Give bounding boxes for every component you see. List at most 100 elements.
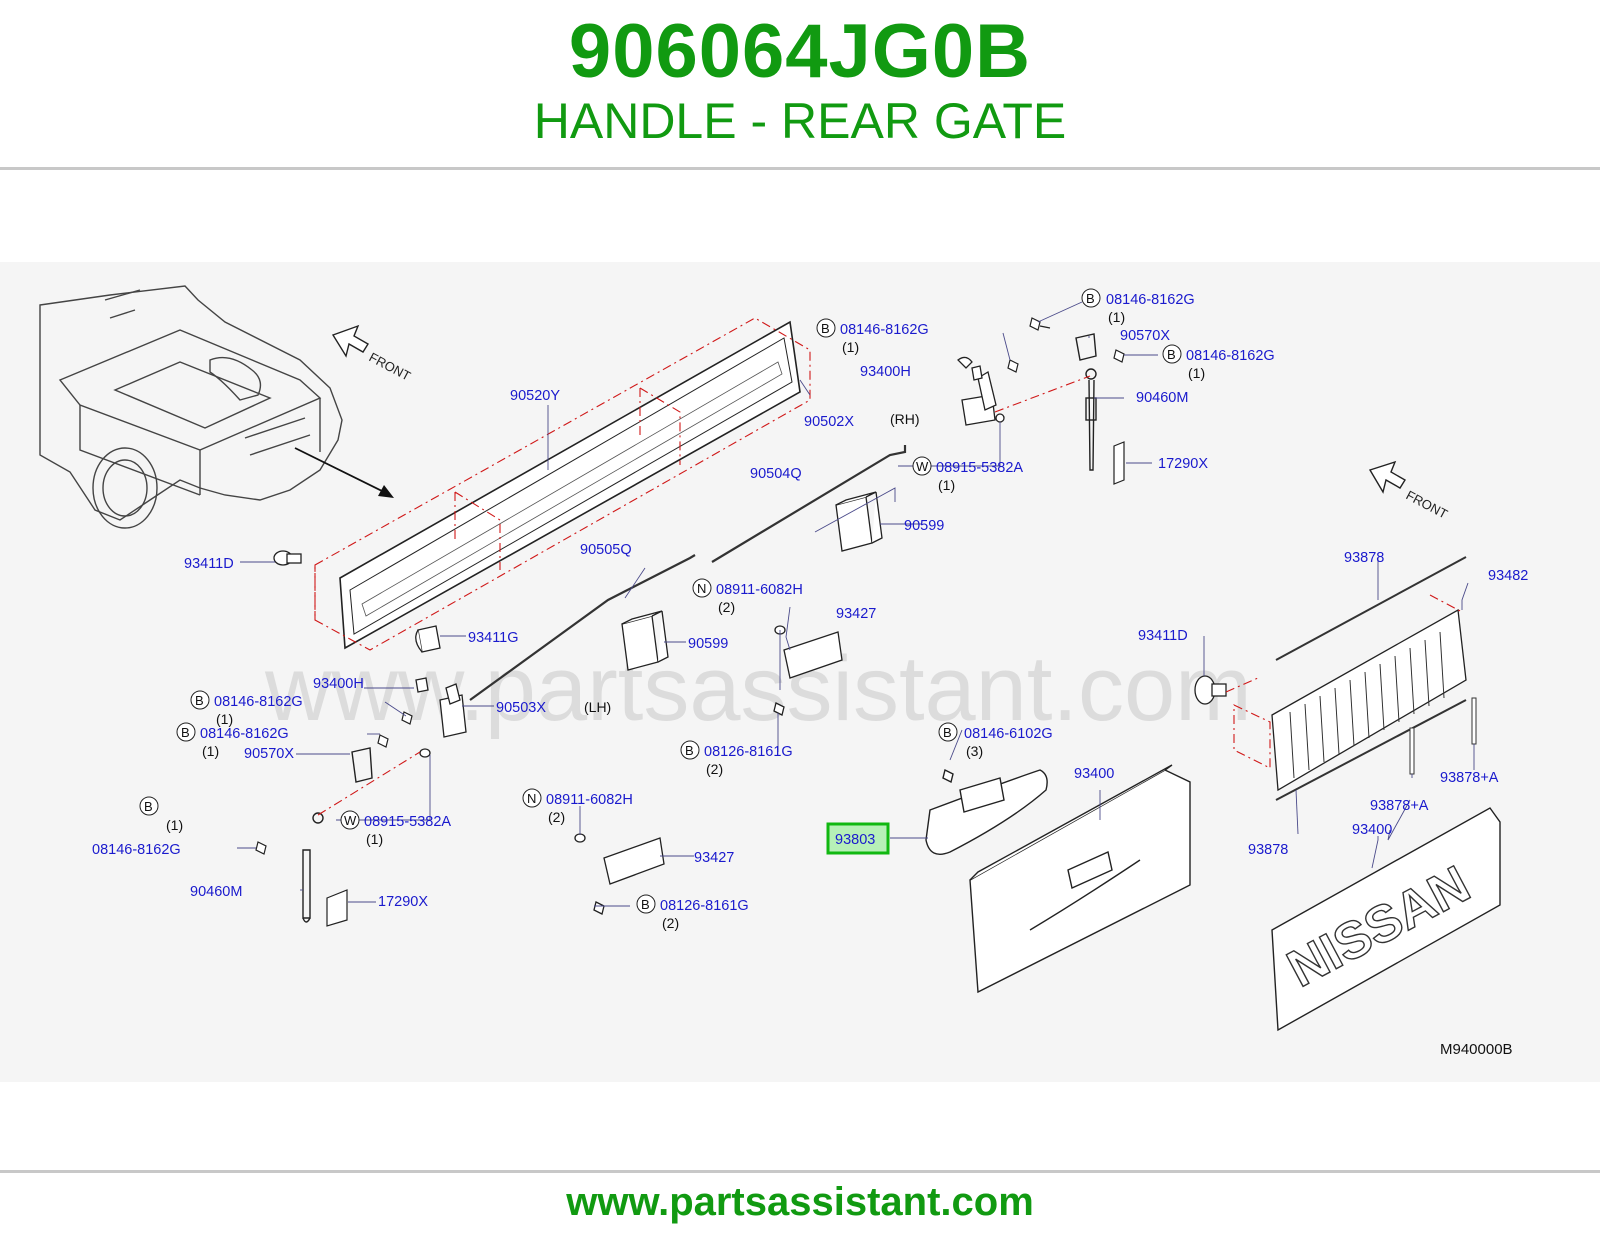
part-90460M-rh-cable [1075, 333, 1097, 471]
callout-bubble-b-letter: B [144, 799, 153, 814]
callout-17290X-top: 17290X [1158, 456, 1208, 472]
right-centerline [1225, 594, 1463, 769]
callout-08126-8161G-b: 08126-8161G [660, 898, 749, 914]
part-93400-tailgate-shell [969, 764, 1191, 994]
qty-08915-5382A-top: (1) [938, 477, 955, 493]
callout-90599-top: 90599 [904, 518, 944, 534]
part-93803-handle [925, 768, 1048, 855]
callout-bubble-n [522, 788, 542, 808]
part-93427-lower [574, 833, 665, 915]
callout-08911-6082H-b: 08911-6082H [546, 792, 633, 808]
callout-bubble-b-letter: B [1167, 347, 1176, 362]
watermark: www.partsassistant.com [264, 638, 1252, 740]
callout-93400H-left: 93400H [313, 676, 364, 692]
callout-bubble-n [692, 578, 712, 598]
callout-90460M-top: 90460M [1136, 390, 1188, 406]
truck-illustration [39, 285, 343, 529]
callout-08146-8162G-b: 08146-8162G [1106, 292, 1195, 308]
callout-bubble-b [139, 796, 159, 816]
callout-08146-8162G-f: 08146-8162G [92, 842, 181, 858]
callout-93411D-left: 93411D [184, 556, 234, 572]
callout-08911-6082H-a: 08911-6082H [716, 582, 803, 598]
callout-93400-mid: 93400 [1074, 766, 1114, 782]
callout-90504Q: 90504Q [750, 466, 802, 482]
parts-diagram: www.partsassistant.com FRONT FRONT [0, 262, 1600, 1082]
callout-90570X-top: 90570X [1120, 328, 1170, 344]
part-title: HANDLE - REAR GATE [533, 93, 1067, 149]
callout-08146-8162G-c: 08146-8162G [1186, 348, 1275, 364]
qty-08146-8162G-e: (1) [202, 743, 219, 759]
footer-url[interactable]: www.partsassistant.com [566, 1180, 1034, 1224]
page-header: 906064JG0B HANDLE - REAR GATE [0, 0, 1600, 170]
callout-93878-top: 93878 [1344, 550, 1384, 566]
callout-93878-bottom: 93878 [1248, 842, 1288, 858]
part-93400-outer-tailgate: NISSAN [1271, 807, 1501, 1032]
callout-bubble-b-letter: B [943, 725, 952, 740]
callout-90503X: 90503X [496, 700, 546, 716]
part-90503X-lh-latch [415, 677, 467, 758]
callout-90570X-left: 90570X [244, 746, 294, 762]
truck-direction-arrowhead [378, 485, 394, 498]
drawing-code: M940000B [1440, 1041, 1513, 1058]
callout-bubble-b [938, 722, 958, 742]
part-17290X-lh [326, 889, 348, 927]
side-lh: (LH) [584, 699, 611, 715]
part-90505Q-rod [469, 554, 696, 701]
callout-93411D-right: 93411D [1138, 628, 1188, 644]
callout-90505Q: 90505Q [580, 542, 632, 558]
callout-93878A-b: 93878+A [1370, 798, 1429, 814]
highlight-box-93803[interactable] [826, 822, 890, 855]
callout-93411G: 93411G [468, 630, 519, 646]
tailgate-inner-panel [314, 317, 811, 651]
qty-08915-5382A-left: (1) [366, 831, 383, 847]
bolt-rh [1007, 317, 1125, 373]
footer-divider [0, 1170, 1600, 1173]
qty-08146-8162G-c: (1) [1188, 365, 1205, 381]
qty-08911-6082H-a: (2) [718, 599, 735, 615]
callout-90599-mid: 90599 [688, 636, 728, 652]
qty-08146-8162G-a: (1) [842, 339, 859, 355]
callout-bubble-w [912, 456, 932, 476]
callout-08126-8161G-a: 08126-8161G [704, 744, 793, 760]
callout-bubble-w [340, 810, 360, 830]
callout-08146-8162G-d: 08146-8162G [214, 694, 303, 710]
callout-08146-8162G-a: 08146-8162G [840, 322, 929, 338]
truck-direction-arrow [294, 447, 391, 496]
part-93878A-strip-a [1409, 727, 1415, 775]
callout-08915-5382A-left: 08915-5382A [364, 814, 451, 830]
callout-bubble-b [1162, 344, 1182, 364]
front-label-left: FRONT [367, 349, 414, 383]
parts-diagram-svg: www.partsassistant.com FRONT FRONT [39, 285, 1528, 1058]
callout-bubble-w-letter: W [916, 459, 929, 474]
part-93411G [415, 625, 441, 653]
callout-08146-8162G-e: 08146-8162G [200, 726, 289, 742]
callout-bubble-b-letter: B [685, 743, 694, 758]
part-93878-strip-top [1275, 556, 1467, 661]
front-label-right: FRONT [1404, 487, 1451, 521]
callout-bubble-b [680, 740, 700, 760]
lh-centerline [317, 751, 421, 816]
callout-bubble-b-letter: B [181, 725, 190, 740]
part-17290X-rh [1113, 441, 1125, 485]
callout-bubble-b [1081, 288, 1101, 308]
part-90504Q-rod [711, 445, 907, 563]
callout-90460M-left: 90460M [190, 884, 242, 900]
callout-bubble-b-letter: B [641, 897, 650, 912]
part-93400H-rh-latch [957, 356, 1005, 426]
callout-bubble-w-letter: W [344, 813, 357, 828]
callout-90502X: 90502X [804, 414, 854, 430]
header-divider [0, 167, 1600, 170]
qty-08911-6082H-b: (2) [548, 809, 565, 825]
callout-bubble-b [636, 894, 656, 914]
part-93411D-right [1194, 675, 1227, 705]
callout-bubble-b [816, 318, 836, 338]
front-arrow-right: FRONT [1368, 460, 1451, 522]
part-90599-mid [621, 610, 669, 671]
qty-08146-8162G-f: (1) [166, 817, 183, 833]
callout-bubble-n-letter: N [527, 791, 536, 806]
qty-08126-8161G-b: (2) [662, 915, 679, 931]
callout-17290X-left: 17290X [378, 894, 428, 910]
part-number: 906064JG0B [568, 9, 1032, 94]
qty-08126-8161G-a: (2) [706, 761, 723, 777]
callout-93803-highlighted[interactable]: 93803 [835, 832, 875, 848]
